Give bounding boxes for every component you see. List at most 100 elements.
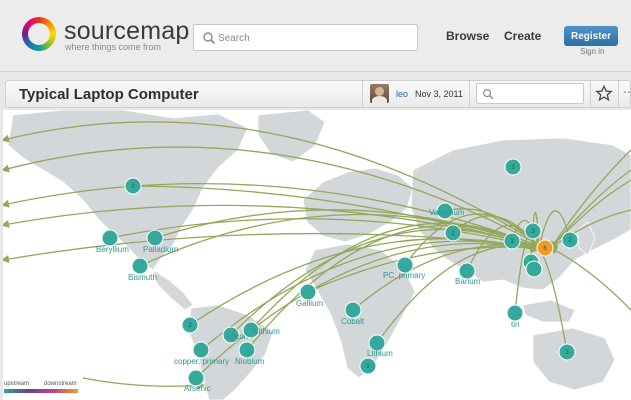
supply-route[interactable] bbox=[3, 182, 546, 249]
supplier-node[interactable]: 2 bbox=[181, 316, 199, 334]
supply-route[interactable] bbox=[549, 169, 631, 250]
node-circle[interactable] bbox=[504, 158, 522, 176]
node-circle[interactable] bbox=[506, 304, 524, 322]
author-avatar[interactable] bbox=[370, 84, 389, 103]
register-button[interactable]: Register bbox=[564, 26, 618, 46]
node-circle[interactable] bbox=[344, 301, 362, 319]
node-circle[interactable] bbox=[524, 222, 542, 240]
supplier-node[interactable]: Palladium bbox=[143, 229, 178, 254]
supplier-node[interactable]: Arsenic bbox=[184, 369, 211, 393]
node-circle[interactable] bbox=[131, 257, 149, 275]
node-circle[interactable] bbox=[561, 231, 579, 249]
supply-route[interactable] bbox=[549, 247, 631, 311]
map-search-input[interactable] bbox=[497, 86, 579, 101]
brand-name[interactable]: sourcemap bbox=[64, 17, 190, 45]
supplier-node[interactable]: 6 bbox=[536, 239, 554, 257]
supplier-node[interactable]: Bismuth bbox=[128, 257, 157, 282]
node-circle[interactable] bbox=[458, 262, 476, 280]
supplier-node[interactable]: Lithium bbox=[242, 321, 280, 339]
supply-route[interactable] bbox=[3, 121, 546, 249]
supplier-node[interactable]: Cobalt bbox=[341, 301, 365, 326]
divider bbox=[362, 81, 363, 107]
node-circle[interactable] bbox=[187, 369, 205, 387]
supply-route[interactable] bbox=[195, 242, 539, 379]
supplier-node[interactable]: PC, primary bbox=[383, 256, 425, 280]
supplier-node[interactable]: Vanadium bbox=[429, 202, 465, 220]
nav-create-link[interactable]: Create bbox=[504, 29, 542, 43]
nav-browse-link[interactable]: Browse bbox=[446, 29, 490, 43]
supply-route[interactable] bbox=[536, 210, 571, 250]
node-label: Vanadium bbox=[429, 208, 465, 217]
supply-route[interactable] bbox=[246, 224, 539, 351]
node-circle[interactable] bbox=[192, 341, 210, 359]
supplier-node[interactable]: Beryllium bbox=[96, 229, 129, 254]
node-label: Cobalt bbox=[341, 317, 365, 326]
node-count: 2 bbox=[188, 323, 192, 329]
supplier-node[interactable]: copper, primary bbox=[174, 341, 229, 366]
node-circle[interactable] bbox=[396, 256, 414, 274]
hub-node-circle[interactable] bbox=[536, 239, 554, 257]
node-circle[interactable] bbox=[444, 224, 462, 242]
supplier-node[interactable]: Barium bbox=[455, 262, 481, 286]
supplier-node[interactable]: Gallium bbox=[296, 283, 323, 308]
supplier-node[interactable]: 3 bbox=[503, 232, 521, 250]
node-count: 3 bbox=[511, 165, 515, 171]
node-count: 6 bbox=[543, 246, 547, 252]
node-count: 2 bbox=[451, 231, 455, 237]
node-circle[interactable] bbox=[503, 232, 521, 250]
supplier-node[interactable]: 2 bbox=[444, 224, 462, 242]
magnifier-icon bbox=[483, 89, 494, 100]
node-circle[interactable] bbox=[146, 229, 164, 247]
node-circle[interactable] bbox=[436, 202, 454, 220]
search-input[interactable] bbox=[218, 29, 408, 47]
supply-route[interactable] bbox=[549, 149, 631, 250]
node-circle[interactable] bbox=[525, 260, 543, 278]
divider bbox=[469, 81, 470, 107]
map-search-box[interactable] bbox=[476, 83, 584, 104]
supplier-node[interactable]: 3 bbox=[558, 343, 576, 361]
author-link[interactable]: leo bbox=[396, 89, 409, 99]
supplier-node[interactable]: Lithium bbox=[367, 334, 393, 358]
node-circle[interactable] bbox=[558, 343, 576, 361]
node-circle[interactable] bbox=[359, 357, 377, 375]
node-label: Niobium bbox=[235, 357, 265, 366]
star-icon[interactable] bbox=[595, 84, 613, 103]
supply-route[interactable] bbox=[82, 377, 205, 390]
node-label: Lithium bbox=[254, 327, 280, 336]
node-label: Lithium bbox=[367, 349, 393, 358]
supplier-node[interactable]: 2 bbox=[359, 357, 377, 375]
sign-in-link[interactable]: Sign in bbox=[580, 47, 605, 56]
node-label: Arsenic bbox=[184, 384, 211, 393]
node-circle[interactable] bbox=[238, 341, 256, 359]
supplier-node[interactable]: 3 bbox=[504, 158, 522, 176]
node-circle[interactable] bbox=[242, 321, 260, 339]
supply-route[interactable] bbox=[139, 213, 541, 267]
node-circle[interactable] bbox=[181, 316, 199, 334]
supply-route[interactable] bbox=[200, 240, 539, 351]
node-circle[interactable] bbox=[299, 283, 317, 301]
node-label: Bismuth bbox=[128, 273, 157, 282]
node-count: 2 bbox=[366, 364, 370, 370]
supplier-node[interactable]: Niobium bbox=[235, 341, 265, 366]
sourcemap-logo-icon[interactable] bbox=[22, 17, 56, 51]
supplier-node[interactable]: 2 bbox=[561, 231, 579, 249]
supplier-node[interactable]: 3 bbox=[524, 222, 542, 240]
node-circle[interactable] bbox=[368, 334, 386, 352]
node-count: 3 bbox=[510, 239, 514, 245]
supplier-node[interactable] bbox=[525, 260, 543, 278]
node-circle[interactable] bbox=[124, 177, 142, 195]
supplier-node[interactable]: 2 bbox=[124, 177, 142, 195]
node-circle[interactable] bbox=[222, 326, 240, 344]
supplier-node[interactable]: tin bbox=[506, 304, 524, 329]
supply-route[interactable] bbox=[549, 209, 631, 250]
more-icon[interactable]: ⋯ bbox=[623, 85, 631, 99]
supply-route[interactable] bbox=[549, 179, 631, 250]
supply-route[interactable] bbox=[109, 218, 541, 251]
supplier-node[interactable]: silicon bbox=[222, 326, 248, 344]
node-circle[interactable] bbox=[101, 229, 119, 247]
supply-route[interactable] bbox=[3, 146, 546, 249]
site-search[interactable] bbox=[193, 24, 418, 51]
